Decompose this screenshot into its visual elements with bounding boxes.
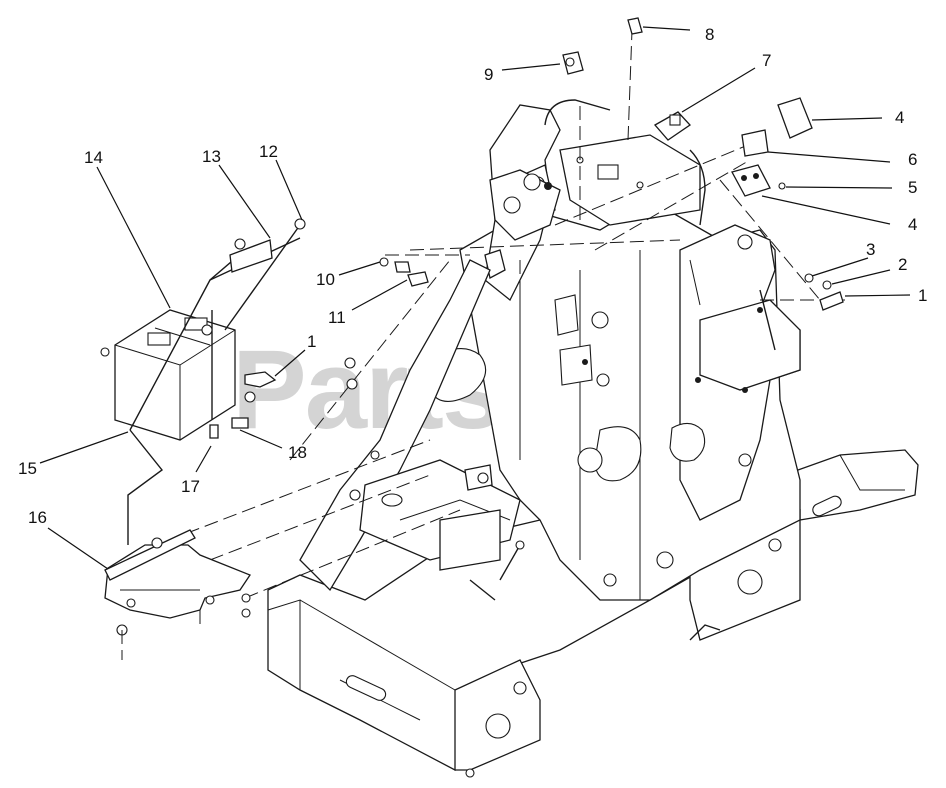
callout-10: 10 [316, 270, 335, 289]
callout-14: 14 [84, 148, 103, 167]
callout-1-left: 1 [307, 332, 316, 351]
callout-16: 16 [28, 508, 47, 527]
callout-4-top: 4 [895, 108, 904, 127]
callout-4-bottom: 4 [908, 215, 917, 234]
callout-6: 6 [908, 150, 917, 169]
callout-13: 13 [202, 147, 221, 166]
callout-8: 8 [705, 25, 714, 44]
battery-assembly [100, 218, 306, 660]
callout-3: 3 [866, 240, 875, 259]
callout-11: 11 [328, 308, 346, 327]
callout-labels: 8 9 7 4 6 5 4 3 2 1 10 11 14 13 12 1 15 … [18, 25, 927, 527]
callout-18: 18 [288, 443, 307, 462]
callout-15: 15 [18, 459, 37, 478]
callout-12: 12 [259, 142, 278, 161]
callout-2: 2 [898, 255, 907, 274]
callout-1-right: 1 [918, 286, 927, 305]
callout-7: 7 [762, 51, 771, 70]
callout-9: 9 [484, 65, 493, 84]
electrical-components [379, 17, 844, 311]
callout-5: 5 [908, 178, 917, 197]
callout-leaders [39, 26, 911, 570]
callout-17: 17 [181, 477, 200, 496]
main-frame [129, 29, 919, 778]
